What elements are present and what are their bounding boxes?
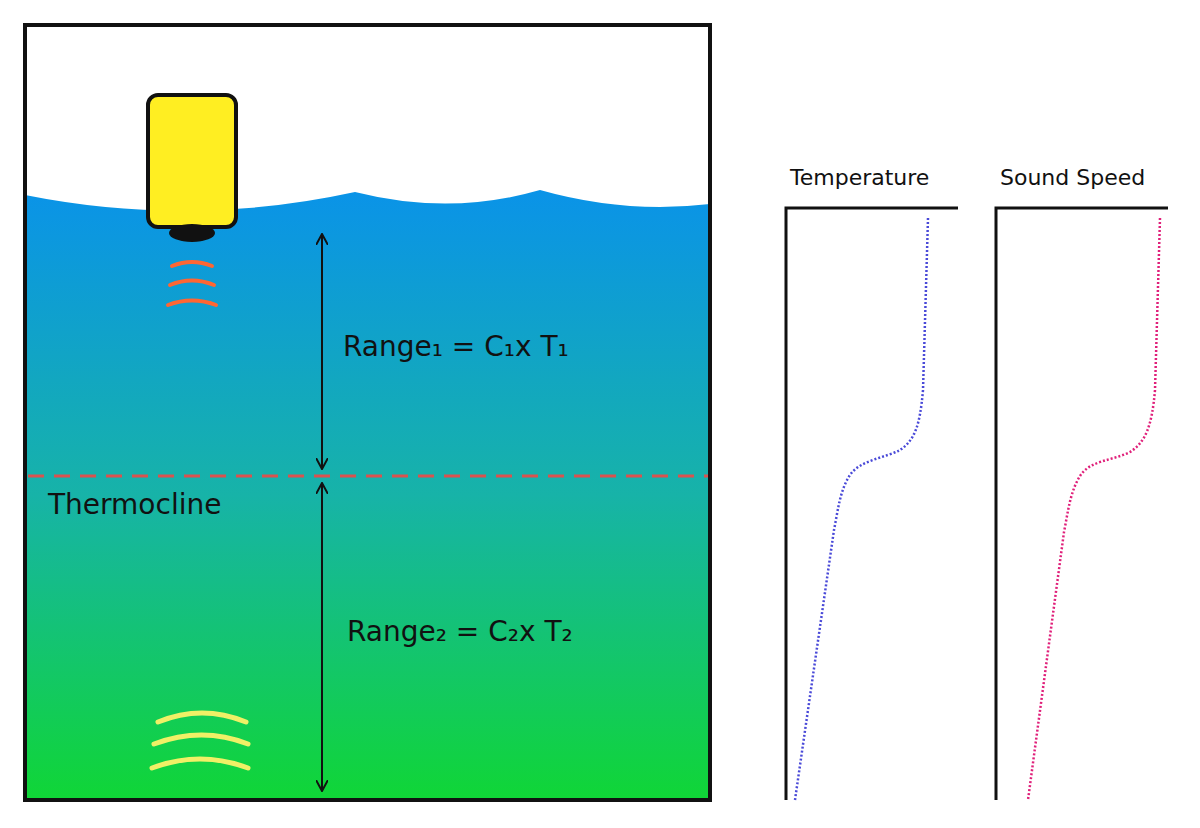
- chart-title: Sound Speed: [1000, 166, 1145, 190]
- transducer: [169, 224, 215, 242]
- water: [25, 190, 710, 800]
- temperature-curve: [795, 218, 928, 800]
- thermocline-label: Thermocline: [48, 490, 221, 521]
- echo-waves: [152, 713, 248, 768]
- sound-speed-curve: [1028, 218, 1160, 800]
- range-formula: Range₁ = C₁x T₁: [343, 332, 569, 363]
- range-arrow: [321, 235, 323, 468]
- chart-title: Temperature: [790, 166, 929, 190]
- range-formula: Range₂ = C₂x T₂: [347, 617, 573, 648]
- sonar-body: [148, 95, 236, 227]
- thermocline-line: [28, 475, 708, 478]
- frame: [25, 25, 710, 800]
- ping-waves: [168, 262, 216, 305]
- chart-axes: [786, 208, 1168, 800]
- range-arrow: [321, 484, 323, 790]
